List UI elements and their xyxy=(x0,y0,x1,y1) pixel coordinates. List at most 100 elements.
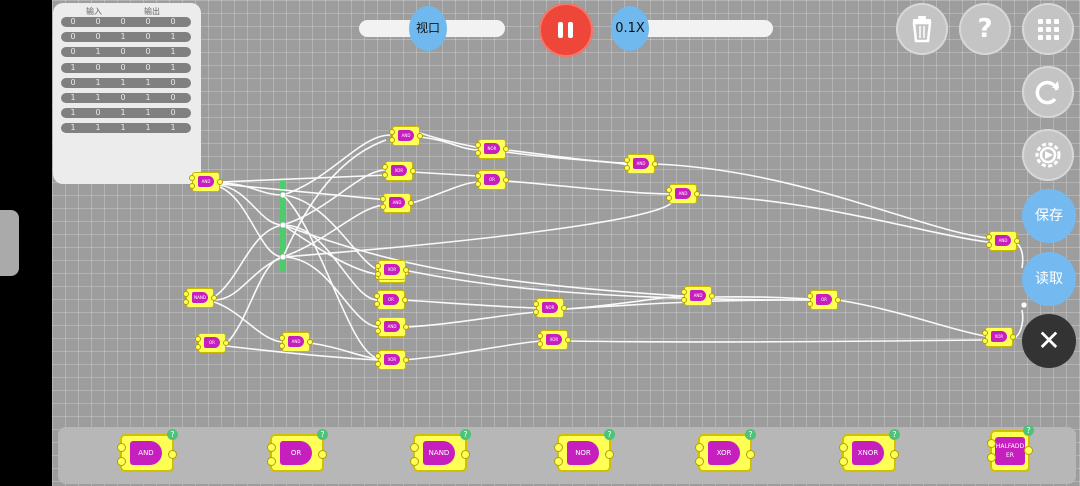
gate-output-pin[interactable] xyxy=(835,297,841,303)
gate-input-pin[interactable] xyxy=(380,196,386,202)
logic-gate[interactable]: AND xyxy=(986,231,1020,251)
gate-input-pin[interactable] xyxy=(375,320,381,326)
circuit-canvas[interactable] xyxy=(52,0,1080,486)
gate-output-pin[interactable] xyxy=(211,295,217,301)
info-badge-icon[interactable]: ? xyxy=(167,429,178,440)
gate-output-pin[interactable] xyxy=(217,179,223,185)
gate-input-pin[interactable] xyxy=(189,183,195,189)
info-badge-icon[interactable]: ? xyxy=(317,429,328,440)
gate-input-pin[interactable] xyxy=(375,328,381,334)
palette-gate[interactable]: OR? xyxy=(267,429,328,472)
help-button[interactable]: ? xyxy=(959,3,1011,55)
palette-gate[interactable]: NOR? xyxy=(554,429,615,472)
gate-input-pin[interactable] xyxy=(666,187,672,193)
palette-gate[interactable]: HALFADDER? xyxy=(987,425,1034,472)
gate-output-pin[interactable] xyxy=(503,177,509,183)
logic-gate[interactable]: AND xyxy=(279,332,313,352)
gate-input-pin[interactable] xyxy=(183,299,189,305)
viewport-knob[interactable]: 视口 xyxy=(409,6,447,51)
settings-button[interactable] xyxy=(1022,129,1074,181)
logic-gate[interactable]: AND xyxy=(624,154,658,174)
bus-node[interactable] xyxy=(279,253,287,261)
gate-output-pin[interactable] xyxy=(652,161,658,167)
gate-input-pin[interactable] xyxy=(380,204,386,210)
pause-button[interactable] xyxy=(539,3,593,57)
speed-knob[interactable]: 0.1X xyxy=(611,6,649,51)
info-badge-icon[interactable]: ? xyxy=(889,429,900,440)
logic-gate[interactable]: AND xyxy=(681,286,715,306)
gate-input-pin[interactable] xyxy=(475,181,481,187)
output-node[interactable] xyxy=(1020,301,1028,309)
gate-input-pin[interactable] xyxy=(375,271,381,277)
gate-input-pin[interactable] xyxy=(533,309,539,315)
load-button[interactable]: 读取 xyxy=(1022,252,1076,306)
gate-output-pin[interactable] xyxy=(403,357,409,363)
gate-input-pin[interactable] xyxy=(807,293,813,299)
gate-input-pin[interactable] xyxy=(382,164,388,170)
gate-input-pin[interactable] xyxy=(681,289,687,295)
palette-gate[interactable]: XNOR? xyxy=(839,429,900,472)
logic-gate[interactable]: AND xyxy=(380,193,414,213)
gate-input-pin[interactable] xyxy=(183,291,189,297)
gate-input-pin[interactable] xyxy=(624,157,630,163)
gate-input-pin[interactable] xyxy=(681,297,687,303)
gate-input-pin[interactable] xyxy=(475,142,481,148)
side-drawer-handle[interactable] xyxy=(0,210,19,276)
logic-gate[interactable]: OR xyxy=(475,170,509,190)
gate-input-pin[interactable] xyxy=(374,293,380,299)
gate-output-pin[interactable] xyxy=(561,305,567,311)
gate-input-pin[interactable] xyxy=(537,333,543,339)
bus-node[interactable] xyxy=(279,191,287,199)
info-badge-icon[interactable]: ? xyxy=(460,429,471,440)
palette-gate[interactable]: XOR? xyxy=(695,429,756,472)
logic-gate[interactable]: OR xyxy=(807,290,841,310)
gate-output-pin[interactable] xyxy=(403,267,409,273)
logic-gate[interactable]: XOR xyxy=(982,327,1016,347)
gate-input-pin[interactable] xyxy=(475,150,481,156)
gate-output-pin[interactable] xyxy=(403,324,409,330)
gate-input-pin[interactable] xyxy=(374,301,380,307)
gate-output-pin[interactable] xyxy=(503,146,509,152)
gate-output-pin[interactable] xyxy=(1014,238,1020,244)
save-button[interactable]: 保存 xyxy=(1022,189,1076,243)
logic-gate[interactable]: OR xyxy=(195,333,229,353)
gate-output-pin[interactable] xyxy=(417,133,423,139)
palette-gate[interactable]: NAND? xyxy=(410,429,471,472)
gate-input-pin[interactable] xyxy=(375,353,381,359)
bus-node[interactable] xyxy=(279,221,287,229)
gate-input-pin[interactable] xyxy=(533,301,539,307)
gate-input-pin[interactable] xyxy=(189,175,195,181)
logic-gate[interactable]: AND xyxy=(375,317,409,337)
gate-input-pin[interactable] xyxy=(537,341,543,347)
gate-output-pin[interactable] xyxy=(223,340,229,346)
gate-input-pin[interactable] xyxy=(666,195,672,201)
gate-input-pin[interactable] xyxy=(279,335,285,341)
gate-output-pin[interactable] xyxy=(694,191,700,197)
gate-input-pin[interactable] xyxy=(624,165,630,171)
gate-input-pin[interactable] xyxy=(389,137,395,143)
logic-gate[interactable]: XOR xyxy=(537,330,571,350)
gate-input-pin[interactable] xyxy=(982,338,988,344)
gate-input-pin[interactable] xyxy=(375,263,381,269)
gate-input-pin[interactable] xyxy=(195,336,201,342)
palette-gate[interactable]: AND? xyxy=(117,429,178,472)
logic-gate[interactable]: XOR xyxy=(375,260,409,280)
logic-gate[interactable]: XOR xyxy=(382,161,416,181)
gate-output-pin[interactable] xyxy=(402,297,408,303)
gate-input-pin[interactable] xyxy=(279,343,285,349)
delete-button[interactable] xyxy=(896,3,948,55)
logic-gate[interactable]: AND xyxy=(389,126,423,146)
logic-gate[interactable]: AND xyxy=(666,184,700,204)
gate-output-pin[interactable] xyxy=(709,293,715,299)
gate-output-pin[interactable] xyxy=(307,339,313,345)
logic-gate[interactable]: NOR xyxy=(475,139,509,159)
logic-gate[interactable]: AND xyxy=(189,172,223,192)
gate-input-pin[interactable] xyxy=(986,234,992,240)
gate-input-pin[interactable] xyxy=(389,129,395,135)
gate-input-pin[interactable] xyxy=(382,172,388,178)
gate-output-pin[interactable] xyxy=(410,168,416,174)
gate-input-pin[interactable] xyxy=(375,361,381,367)
logic-gate[interactable]: XOR xyxy=(375,350,409,370)
gate-input-pin[interactable] xyxy=(982,330,988,336)
speed-track[interactable] xyxy=(612,20,773,37)
